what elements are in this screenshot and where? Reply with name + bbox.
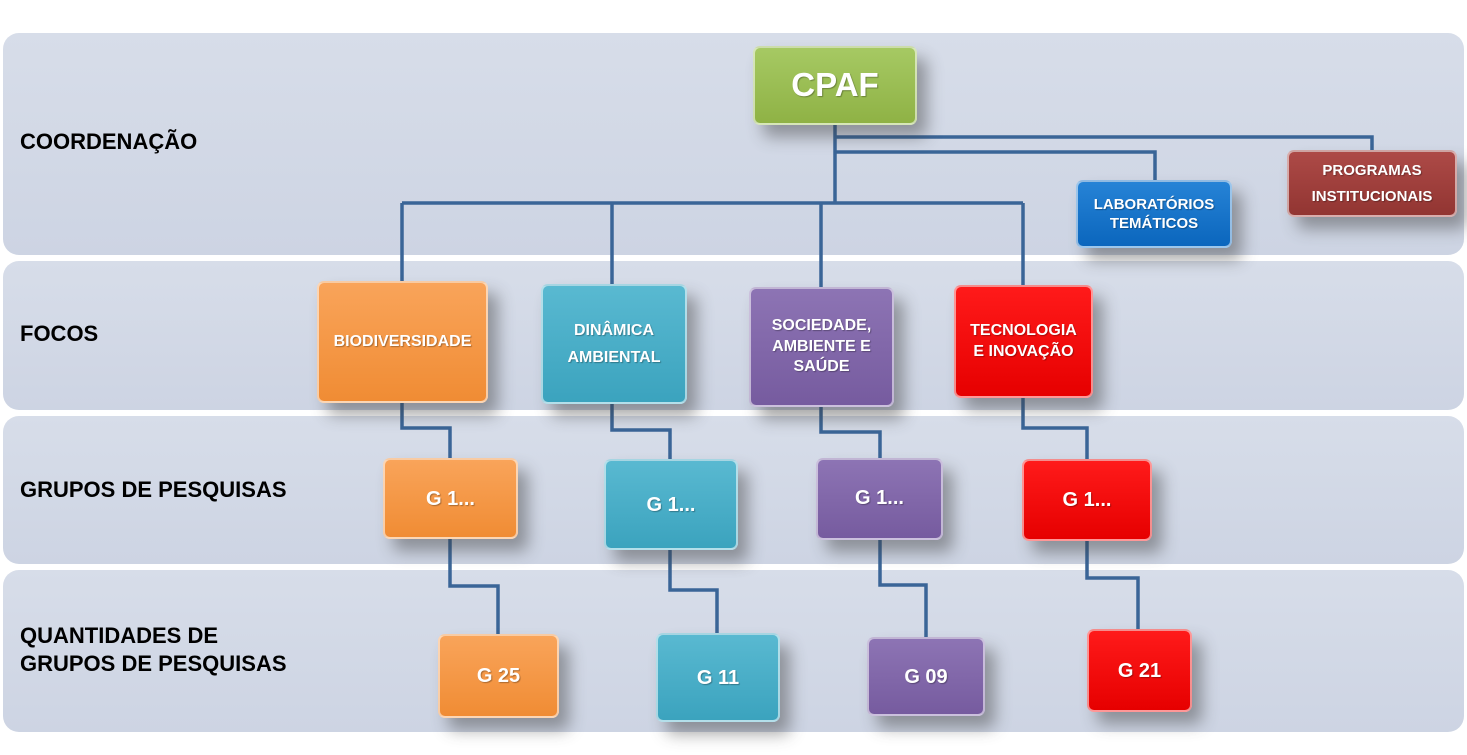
grupo-dinamica-node[interactable]: G 1... — [604, 459, 738, 550]
laboratorios-tematicos-node[interactable]: LABORATÓRIOS TEMÁTICOS — [1076, 180, 1232, 248]
quantidade-biodiversidade-node[interactable]: G 25 — [438, 634, 559, 718]
connector-laboratorios — [835, 150, 1157, 180]
connector-soc-group — [819, 407, 882, 458]
connector-bio-count — [448, 539, 500, 634]
label-grupos: GRUPOS DE PESQUISAS — [20, 477, 287, 502]
quantidade-dinamica-node[interactable]: G 11 — [656, 633, 780, 722]
connector-tec-count — [1085, 541, 1140, 629]
programas-institucionais-node[interactable]: PROGRAMAS INSTITUCIONAIS — [1287, 150, 1457, 217]
connector-soc-count — [878, 540, 928, 637]
connector-din-group — [610, 404, 672, 459]
foco-biodiversidade-node[interactable]: BIODIVERSIDADE — [317, 281, 488, 403]
quantidade-sociedade-node[interactable]: G 09 — [867, 637, 985, 716]
quantidade-tecnologia-node[interactable]: G 21 — [1087, 629, 1192, 712]
cpaf-node[interactable]: CPAF — [753, 46, 917, 125]
foco-dinamica-ambiental-node[interactable]: DINÂMICA AMBIENTAL — [541, 284, 687, 404]
connector-tec-group — [1021, 398, 1089, 459]
connector-programas — [835, 135, 1374, 150]
band-focos — [3, 261, 1464, 410]
connector-bio-group — [400, 403, 452, 458]
label-focos: FOCOS — [20, 321, 99, 346]
foco-tecnologia-inovacao-node[interactable]: TECNOLOGIA E INOVAÇÃO — [954, 285, 1093, 398]
grupo-sociedade-node[interactable]: G 1... — [816, 458, 943, 540]
grupo-tecnologia-node[interactable]: G 1... — [1022, 459, 1152, 541]
grupo-biodiversidade-node[interactable]: G 1... — [383, 458, 518, 539]
label-coordenacao: COORDENAÇÃO — [20, 129, 198, 154]
connector-din-count — [668, 550, 719, 633]
foco-sociedade-ambiente-saude-node[interactable]: SOCIEDADE, AMBIENTE E SAÚDE — [749, 287, 894, 407]
label-quantidades: QUANTIDADES DE GRUPOS DE PESQUISAS — [20, 623, 287, 676]
